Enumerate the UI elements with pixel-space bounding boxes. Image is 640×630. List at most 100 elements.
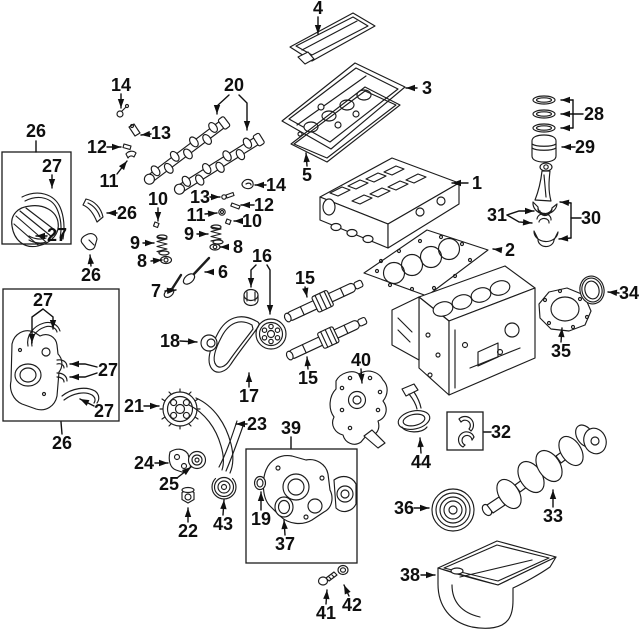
callout-label[interactable]: 17 bbox=[239, 386, 259, 406]
callout-label[interactable]: 12 bbox=[87, 137, 107, 157]
callout-label[interactable]: 27 bbox=[94, 401, 114, 421]
callout-label[interactable]: 27 bbox=[33, 290, 53, 310]
callout-label[interactable]: 24 bbox=[134, 453, 154, 473]
callout-label[interactable]: 16 bbox=[252, 246, 272, 266]
callout-label[interactable]: 1 bbox=[472, 173, 482, 193]
callout-3[interactable]: 3 bbox=[405, 78, 432, 98]
callout-2[interactable]: 2 bbox=[492, 240, 515, 260]
callout-11[interactable]: 11 bbox=[186, 205, 218, 225]
callout-label[interactable]: 29 bbox=[575, 137, 595, 157]
callout-26[interactable]: 26 bbox=[26, 121, 46, 153]
callout-12[interactable]: 12 bbox=[87, 137, 122, 157]
callout-label[interactable]: 38 bbox=[400, 565, 420, 585]
callout-26[interactable]: 26 bbox=[52, 421, 72, 453]
callout-label[interactable]: 8 bbox=[137, 251, 147, 271]
callout-label[interactable]: 18 bbox=[160, 331, 180, 351]
callout-label[interactable]: 3 bbox=[422, 78, 432, 98]
callout-15[interactable]: 15 bbox=[298, 356, 318, 388]
callout-43[interactable]: 43 bbox=[213, 499, 233, 534]
callout-label[interactable]: 19 bbox=[251, 509, 271, 529]
callout-label[interactable]: 26 bbox=[117, 203, 137, 223]
callout-19[interactable]: 19 bbox=[251, 491, 271, 529]
callout-9[interactable]: 9 bbox=[184, 224, 209, 244]
callout-label[interactable]: 14 bbox=[266, 175, 286, 195]
callout-40[interactable]: 40 bbox=[351, 350, 371, 384]
callout-28[interactable]: 28 bbox=[560, 96, 604, 132]
callout-label[interactable]: 15 bbox=[298, 368, 318, 388]
callout-20[interactable]: 20 bbox=[213, 75, 251, 131]
callout-4[interactable]: 4 bbox=[313, 0, 323, 35]
callout-label[interactable]: 31 bbox=[487, 205, 507, 225]
callout-41[interactable]: 41 bbox=[316, 589, 336, 623]
callout-10[interactable]: 10 bbox=[233, 211, 262, 231]
callout-21[interactable]: 21 bbox=[124, 396, 160, 416]
callout-5[interactable]: 5 bbox=[302, 152, 312, 185]
callout-26[interactable]: 26 bbox=[81, 254, 101, 285]
callout-10[interactable]: 10 bbox=[148, 189, 168, 222]
callout-26[interactable]: 26 bbox=[106, 203, 137, 223]
callout-label[interactable]: 5 bbox=[302, 165, 312, 185]
callout-label[interactable]: 9 bbox=[130, 233, 140, 253]
callout-8[interactable]: 8 bbox=[219, 237, 243, 257]
callout-27[interactable]: 27 bbox=[35, 225, 67, 245]
callout-label[interactable]: 10 bbox=[242, 211, 262, 231]
callout-11[interactable]: 11 bbox=[99, 160, 128, 191]
callout-42[interactable]: 42 bbox=[342, 584, 362, 615]
callout-label[interactable]: 41 bbox=[316, 603, 336, 623]
callout-25[interactable]: 25 bbox=[159, 466, 192, 494]
callout-label[interactable]: 43 bbox=[213, 514, 233, 534]
callout-22[interactable]: 22 bbox=[178, 507, 198, 541]
callout-label[interactable]: 36 bbox=[394, 498, 414, 518]
callout-1[interactable]: 1 bbox=[451, 173, 482, 193]
callout-30[interactable]: 30 bbox=[558, 199, 601, 242]
callout-label[interactable]: 37 bbox=[275, 534, 295, 554]
callout-label[interactable]: 27 bbox=[98, 360, 118, 380]
callout-label[interactable]: 9 bbox=[184, 224, 194, 244]
callout-16[interactable]: 16 bbox=[247, 246, 274, 315]
callout-label[interactable]: 8 bbox=[233, 237, 243, 257]
callout-36[interactable]: 36 bbox=[394, 498, 430, 518]
callout-29[interactable]: 29 bbox=[561, 137, 595, 157]
callout-39[interactable]: 39 bbox=[281, 418, 301, 449]
callout-label[interactable]: 40 bbox=[351, 350, 371, 370]
callout-label[interactable]: 11 bbox=[99, 171, 118, 191]
callout-15[interactable]: 15 bbox=[295, 268, 315, 298]
callout-label[interactable]: 10 bbox=[148, 189, 168, 209]
callout-label[interactable]: 39 bbox=[281, 418, 301, 438]
callout-12[interactable]: 12 bbox=[240, 195, 274, 215]
callout-32[interactable]: 32 bbox=[483, 422, 511, 442]
callout-label[interactable]: 35 bbox=[551, 341, 571, 361]
callout-label[interactable]: 30 bbox=[581, 208, 601, 228]
callout-label[interactable]: 44 bbox=[411, 452, 431, 472]
callout-35[interactable]: 35 bbox=[551, 327, 571, 361]
callout-label[interactable]: 26 bbox=[52, 433, 72, 453]
callout-label[interactable]: 33 bbox=[543, 506, 563, 526]
callout-label[interactable]: 4 bbox=[313, 0, 323, 18]
callout-6[interactable]: 6 bbox=[204, 262, 228, 282]
callout-7[interactable]: 7 bbox=[151, 281, 177, 301]
callout-44[interactable]: 44 bbox=[411, 437, 431, 472]
callout-label[interactable]: 13 bbox=[151, 123, 171, 143]
callout-label[interactable]: 11 bbox=[186, 205, 205, 225]
callout-label[interactable]: 15 bbox=[295, 268, 315, 288]
callout-label[interactable]: 21 bbox=[124, 396, 144, 416]
callout-37[interactable]: 37 bbox=[275, 519, 295, 554]
callout-14[interactable]: 14 bbox=[254, 175, 286, 195]
callout-label[interactable]: 26 bbox=[81, 265, 101, 285]
callout-label[interactable]: 2 bbox=[505, 240, 515, 260]
callout-27[interactable]: 27 bbox=[79, 398, 114, 421]
callout-label[interactable]: 23 bbox=[247, 414, 267, 434]
callout-label[interactable]: 7 bbox=[151, 281, 161, 301]
callout-34[interactable]: 34 bbox=[607, 283, 639, 303]
callout-17[interactable]: 17 bbox=[239, 372, 259, 406]
callout-label[interactable]: 34 bbox=[619, 283, 639, 303]
callout-38[interactable]: 38 bbox=[400, 565, 436, 585]
callout-27[interactable]: 27 bbox=[42, 156, 62, 189]
callout-label[interactable]: 22 bbox=[178, 521, 198, 541]
callout-label[interactable]: 27 bbox=[47, 225, 67, 245]
callout-label[interactable]: 32 bbox=[491, 422, 511, 442]
callout-label[interactable]: 13 bbox=[190, 187, 210, 207]
callout-label[interactable]: 25 bbox=[159, 474, 179, 494]
callout-label[interactable]: 28 bbox=[584, 104, 604, 124]
callout-label[interactable]: 20 bbox=[224, 75, 244, 95]
